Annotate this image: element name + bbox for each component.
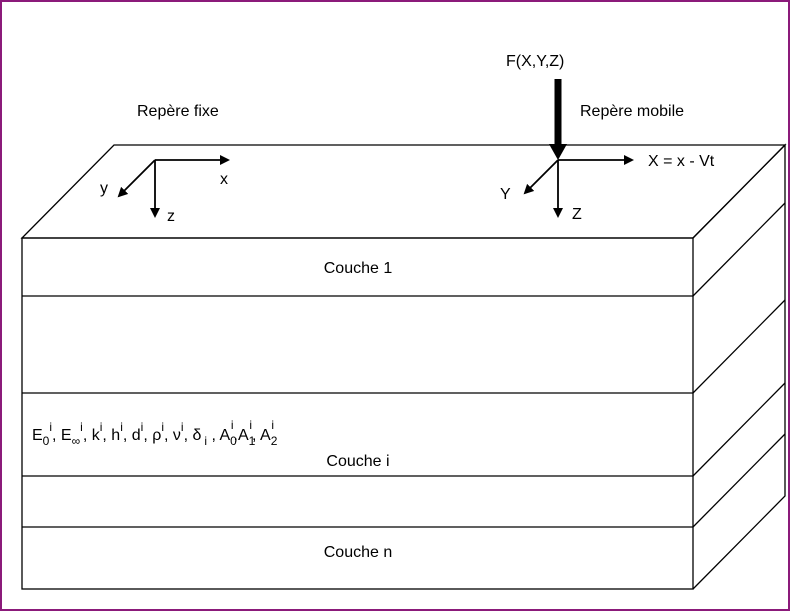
param-A0-sup: i [231,418,234,432]
param-A1-sup: i [249,418,252,432]
mobile-axes [523,155,634,218]
layer-boundary-2-side [692,299,786,394]
param-E0-sub: 0 [43,434,50,448]
multilayer-block [20,143,787,590]
layer-boundary-4-side [692,433,786,528]
param-A0: A [219,427,230,444]
param-h: h [111,427,120,444]
param-A2: A [260,427,271,444]
param-E0-sup: i [49,420,52,434]
mobile-frame-title: Repère mobile [580,103,684,120]
param-Einf: E [61,427,72,444]
param-Einf-sup: i [80,420,83,434]
param-Einf-sub: ∞ [72,434,81,448]
param-k-sup: i [100,420,103,434]
param-A1-sub: 1 [249,434,256,448]
param-d: d [132,427,141,444]
mobile-y-axis-arrow [523,159,559,195]
fixed-x-label: x [220,171,228,188]
param-delta: δ [192,427,201,444]
layer-boundary-1-side [692,202,786,297]
force-arrow-head [549,144,567,160]
param-d-sup: i [141,420,144,434]
param-A1: A [238,427,249,444]
layer-n-label: Couche n [324,544,393,561]
param-delta-sub: i [204,434,207,448]
layer-1-label: Couche 1 [324,260,393,277]
mobile-z-label: Z [572,206,582,223]
fixed-axes [117,155,230,218]
layer-i-label: Couche i [326,453,389,470]
param-A0-sub: 0 [230,434,237,448]
fixed-y-label: y [100,180,108,197]
fixed-y-axis-arrow [117,159,156,198]
param-E0: E [32,427,43,444]
side-face [692,143,786,590]
param-k: k [92,427,101,444]
param-nu: ν [173,427,181,444]
mobile-y-label: Y [500,186,511,203]
layer-boundary-3-side [692,382,786,477]
param-h-sup: i [120,420,123,434]
force-label: F(X,Y,Z) [506,53,564,70]
front-face [21,237,694,590]
param-A2-sup: i [271,418,274,432]
param-rho: ρ [152,427,161,444]
fixed-frame-title: Repère fixe [137,103,219,120]
fixed-z-label: z [167,208,175,225]
param-nu-sup: i [181,420,184,434]
mobile-x-label: X = x - Vt [648,153,715,170]
param-rho-sup: i [161,420,164,434]
param-A2-sub: 2 [271,434,278,448]
